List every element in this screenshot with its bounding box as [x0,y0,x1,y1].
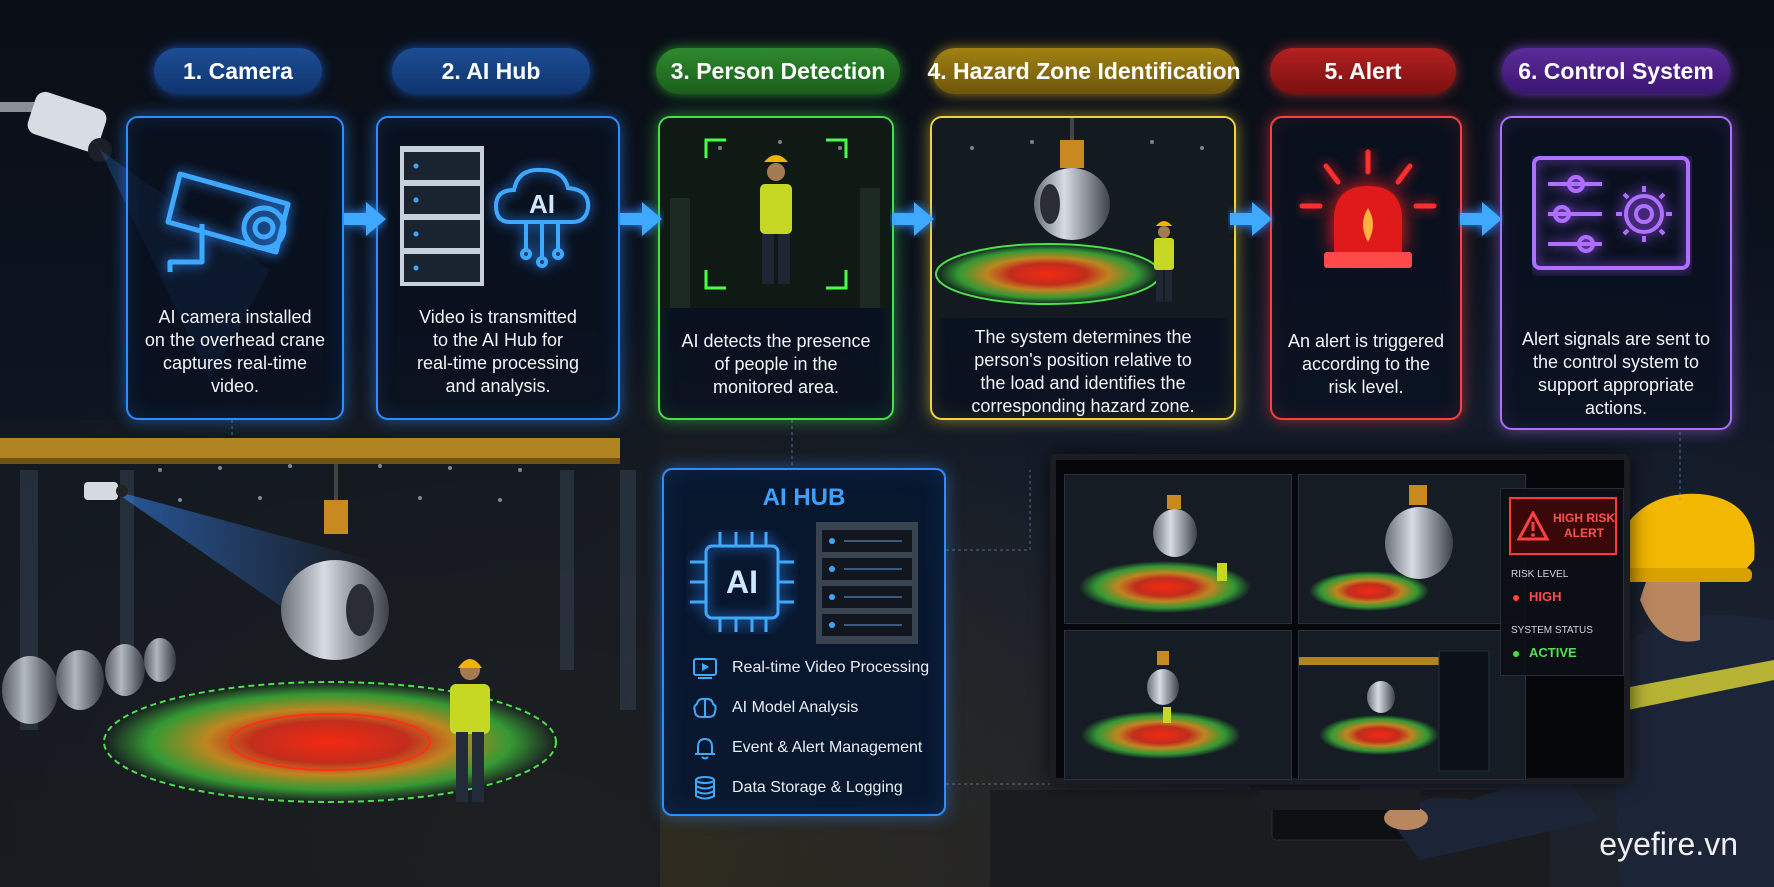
brand-watermark: eyefire.vn [1599,826,1738,862]
step-1-text-line: video. [210,376,260,396]
step-3-text-line: AI detects the presence [681,331,871,351]
arrow-right-icon [1230,202,1272,236]
bell-icon [695,737,715,760]
alert-title-line: ALERT [1564,526,1604,540]
step-2-text-line: to the AI Hub for [432,330,564,350]
step-4-text-line: the load and identifies the [980,373,1186,393]
camera-feed [1298,474,1526,624]
step-2-card: AI Video is transmitted to the AI Hub fo… [376,116,620,420]
monitor-stand [1260,790,1420,810]
step-2-text-line: and analysis. [445,376,551,396]
step-2-text-line: Video is transmitted [419,307,577,327]
step-5-text-line: according to the [1301,354,1431,374]
hub-item-label: Event & Alert Management [732,739,923,756]
step-2-title: 2. AI Hub [392,48,590,94]
ai-hub-title: AI HUB [762,484,846,511]
step-6-text-line: Alert signals are sent to [1521,329,1711,349]
risk-level-value: HIGH [1529,589,1562,604]
ai-chip-icon: AI [690,532,794,632]
step-5-card: An alert is triggered according to the r… [1270,116,1462,420]
step-3-title: 3. Person Detection [656,48,900,94]
step-4-title: 4. Hazard Zone Identification [927,48,1241,94]
hub-item-model-analysis: AI Model Analysis [692,694,858,722]
step-5-text-line: risk level. [1328,377,1404,397]
brain-icon [693,697,717,718]
step-3-text-line: monitored area. [712,377,840,397]
step-4-text-line: The system determines the [974,327,1192,347]
hub-item-video-processing: Real-time Video Processing [692,654,929,682]
step-6-card: Alert signals are sent to the control sy… [1500,116,1732,430]
arrow-right-icon [620,202,662,236]
step-2-text-line: real-time processing [416,353,580,373]
database-icon [695,776,715,800]
step-1-text-line: AI camera installed [158,307,312,327]
step-3-card: AI detects the presence of people in the… [658,116,894,420]
high-risk-alert-box: HIGH RISK ALERT [1509,497,1617,555]
step-4-text-line: person's position relative to [974,350,1192,370]
status-dot [1513,651,1519,657]
step-6-text-line: actions. [1584,398,1648,418]
step-1-title: 1. Camera [154,48,322,94]
step-6-title: 6. Control System [1502,48,1730,94]
risk-dot [1513,595,1519,601]
system-status-value: ACTIVE [1529,645,1577,660]
arrow-right-icon [344,202,386,236]
hub-item-alert-management: Event & Alert Management [692,734,922,762]
cloud-ai-text: AI [529,189,555,219]
step-1-card: AI camera installed on the overhead cran… [126,116,344,420]
camera-feed [1064,630,1292,780]
warning-icon [1517,511,1549,541]
camera-icon [165,171,291,272]
arrow-right-icon [892,202,934,236]
hub-item-data-storage: Data Storage & Logging [692,774,903,802]
step-1-text-line: captures real-time [162,353,308,373]
step-1-text-line: on the overhead crane [144,330,326,350]
video-play-icon [693,658,717,679]
ai-hub-panel: AI HUB AI Real-time Video Processing AI … [662,468,946,816]
alarm-siren-icon [1299,149,1437,268]
control-settings-icon [1532,156,1690,270]
system-status-label: SYSTEM STATUS [1511,625,1593,636]
camera-feed [1064,474,1292,624]
step-5-title: 5. Alert [1270,48,1456,94]
step-5-text-line: An alert is triggered [1287,331,1445,351]
step-3-text-line: of people in the [714,354,838,374]
alert-side-panel: HIGH RISK ALERT RISK LEVEL HIGH SYSTEM S… [1500,488,1624,676]
server-ai-cloud-icon: AI [400,146,591,286]
alert-title-line: HIGH RISK [1553,511,1616,525]
step-4-text-line: corresponding hazard zone. [971,396,1195,416]
step-6-text-line: support appropriate [1537,375,1695,395]
hazard-zone-icon [932,118,1234,318]
server-rack-icon [816,522,918,644]
hub-item-label: Real-time Video Processing [732,659,930,676]
arrow-right-icon [1460,202,1502,236]
camera-feed [1298,630,1526,780]
step-4-card: The system determines the person's posit… [930,116,1236,420]
hub-item-label: Data Storage & Logging [732,779,903,796]
chip-ai-text: AI [726,564,758,600]
step-6-text-line: the control system to [1532,352,1700,372]
person-detection-icon [660,118,892,308]
hub-item-label: AI Model Analysis [732,699,859,716]
risk-level-label: RISK LEVEL [1511,569,1569,580]
